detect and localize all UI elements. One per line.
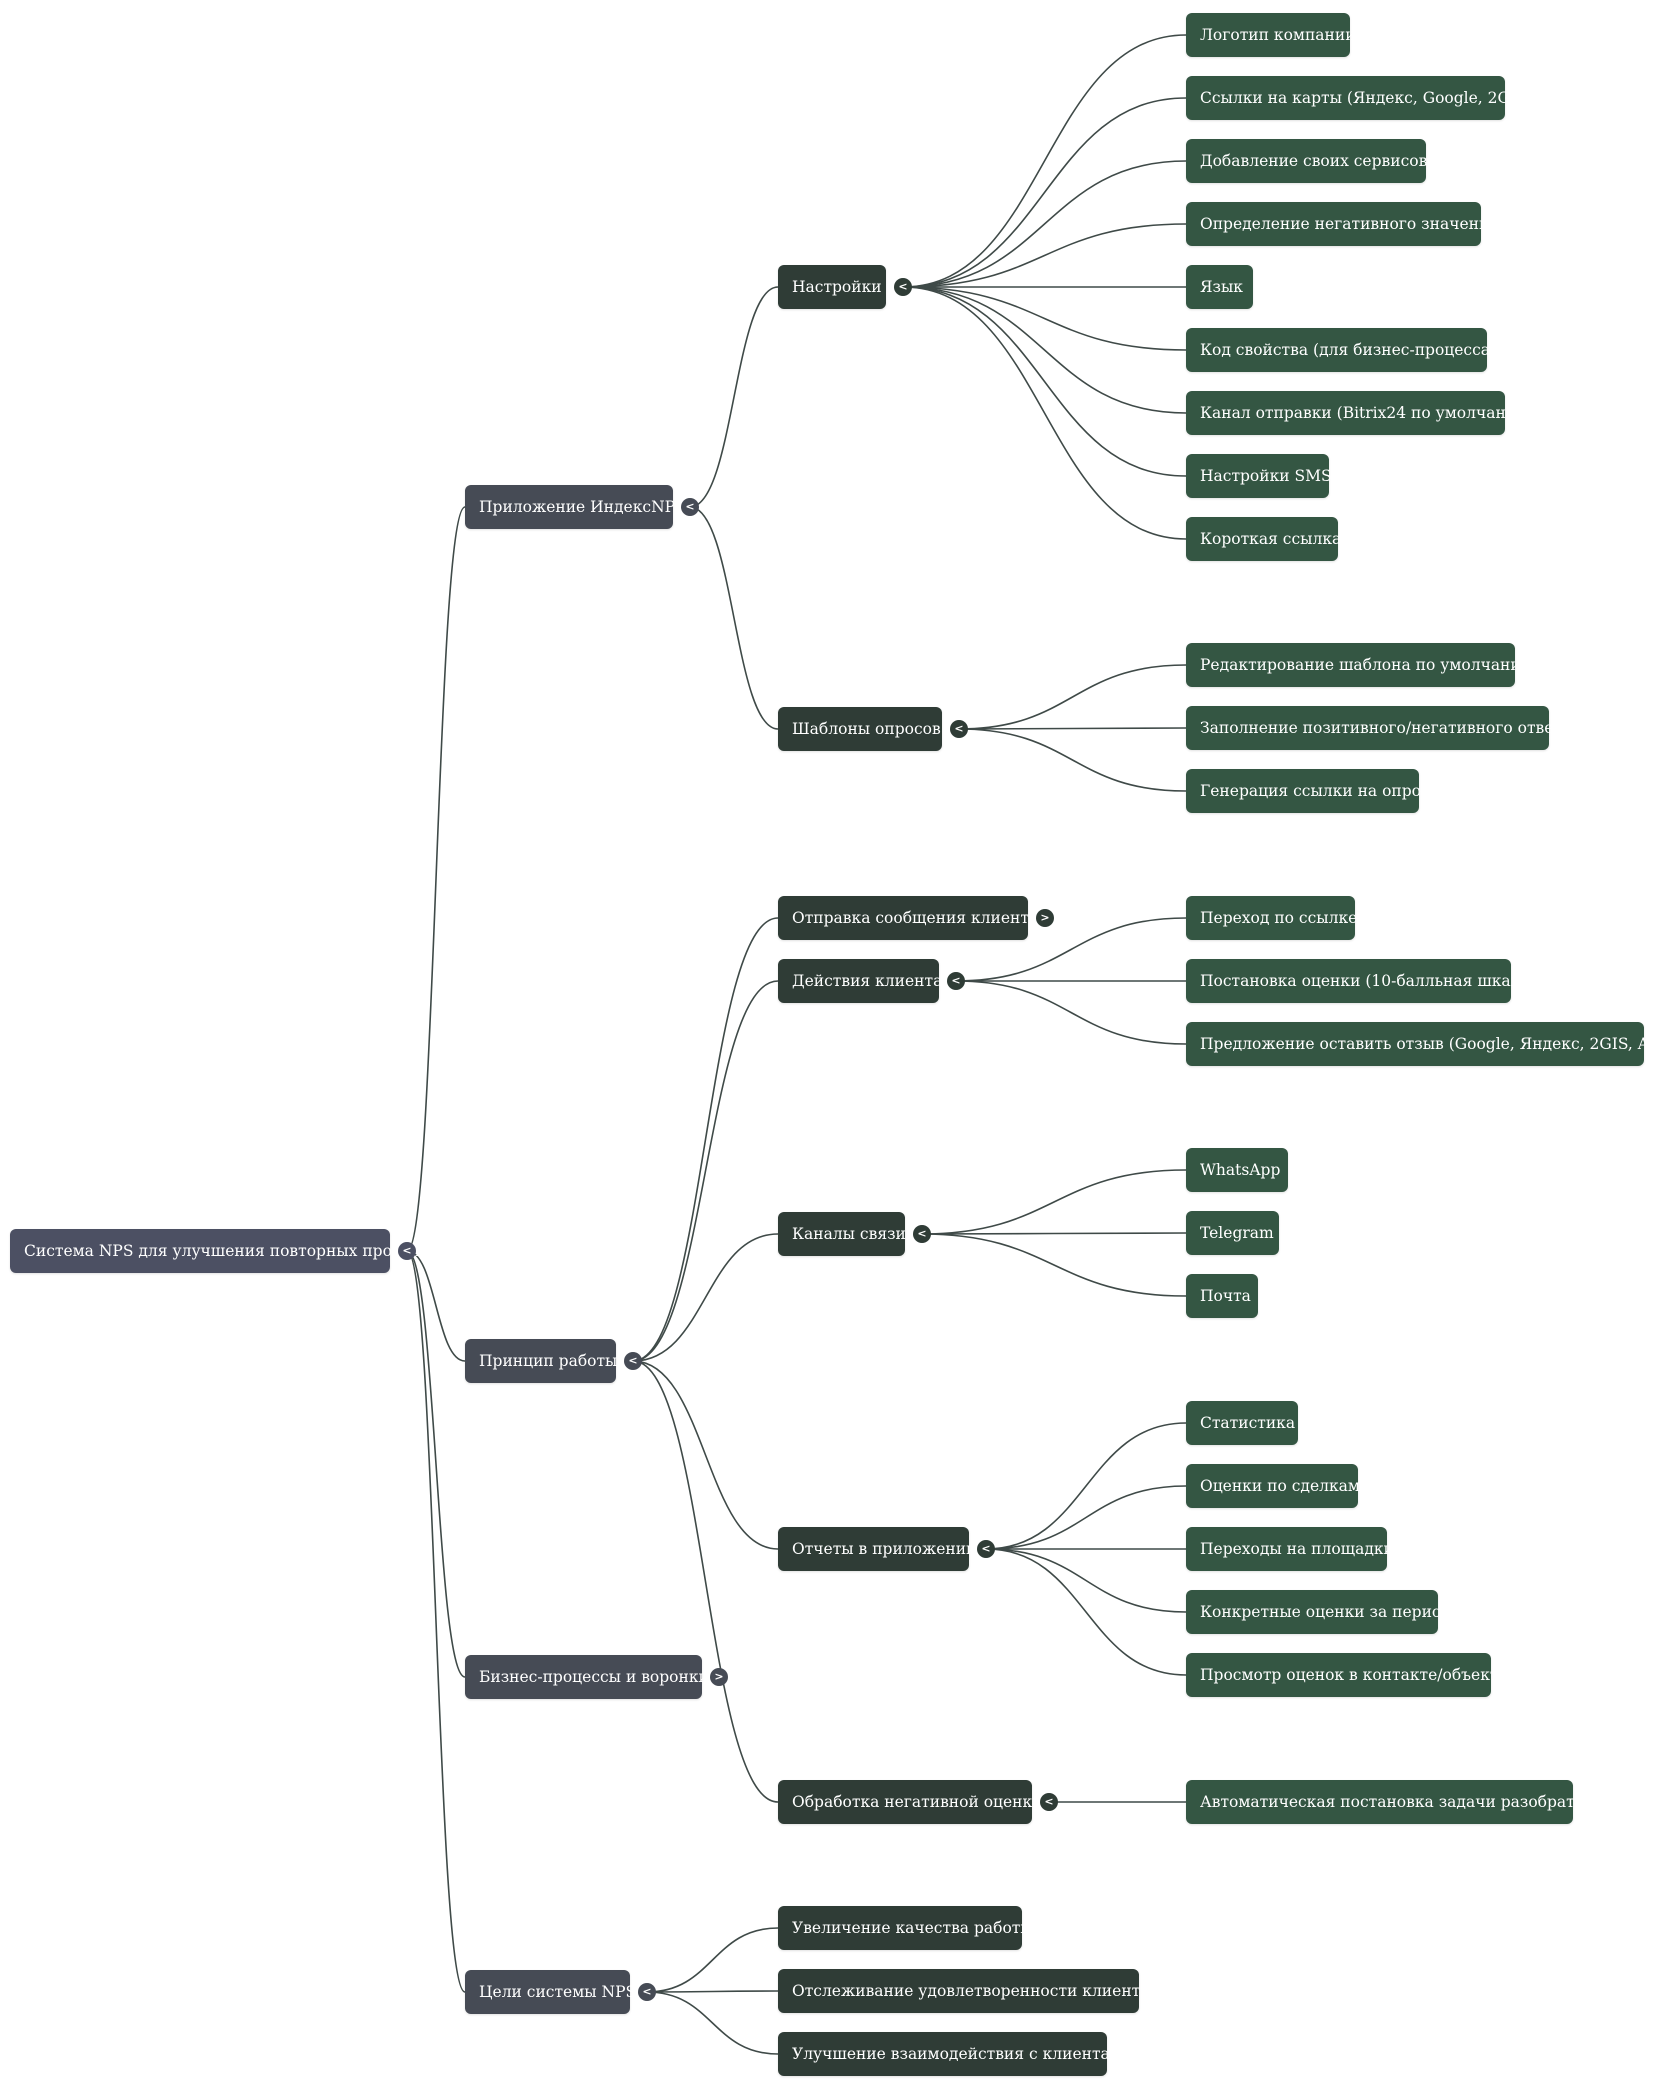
actions-toggle-button[interactable]: < <box>947 972 965 990</box>
edge-settings <box>689 286 779 508</box>
principle-toggle-button[interactable]: < <box>624 1352 642 1370</box>
edge-goals <box>406 1250 466 1993</box>
edge-channels-leaf-1 <box>921 1232 1187 1235</box>
app-toggle-button[interactable]: < <box>681 498 699 516</box>
edge-reports-leaf-3 <box>985 1548 1187 1613</box>
node-goals[interactable]: Цели системы NPS <box>465 1970 636 2014</box>
report-item[interactable]: Оценки по сделкам <box>1186 1464 1360 1508</box>
edge-send <box>632 917 779 1362</box>
edge-settings-leaf-1 <box>902 97 1187 288</box>
send-toggle-button[interactable]: > <box>1036 909 1054 927</box>
edge-reports-leaf-0 <box>985 1422 1187 1550</box>
templates-toggle-button[interactable]: < <box>950 720 968 738</box>
settings-item[interactable]: Настройки SMS <box>1186 454 1332 498</box>
node-negative-handling[interactable]: Обработка негативной оценки <box>778 1780 1043 1824</box>
edge-settings-leaf-0 <box>902 34 1187 288</box>
edge-settings-leaf-3 <box>902 223 1187 288</box>
edge-channels-leaf-2 <box>921 1233 1187 1297</box>
edge-settings-leaf-2 <box>902 160 1187 288</box>
settings-item[interactable]: Канал отправки (Bitrix24 по умолчанию) <box>1186 391 1536 435</box>
edge-reports-leaf-1 <box>985 1485 1187 1550</box>
edge-channels <box>632 1233 779 1362</box>
report-item[interactable]: Статистика <box>1186 1401 1298 1445</box>
edge-settings-leaf-8 <box>902 286 1187 540</box>
channel-item[interactable]: Telegram <box>1186 1211 1279 1255</box>
negative-handling-item[interactable]: Автоматическая постановка задачи разобра… <box>1186 1780 1602 1824</box>
settings-item[interactable]: Язык <box>1186 265 1253 309</box>
node-send-message[interactable]: Отправка сообщения клиенту <box>778 896 1038 940</box>
node-settings[interactable]: Настройки <box>778 265 886 309</box>
client-action-item[interactable]: Постановка оценки (10-балльная шкала) <box>1186 959 1536 1003</box>
edge-templates-leaf-1 <box>958 727 1187 730</box>
edge-channels-leaf-0 <box>921 1169 1187 1235</box>
client-action-item[interactable]: Предложение оставить отзыв (Google, Янде… <box>1186 1022 1680 1066</box>
edge-business <box>406 1250 466 1678</box>
reports-toggle-button[interactable]: < <box>977 1540 995 1558</box>
report-item[interactable]: Переходы на площадки <box>1186 1527 1394 1571</box>
edge-app <box>406 506 466 1252</box>
edge-settings-leaf-7 <box>902 286 1187 477</box>
node-client-actions[interactable]: Действия клиента <box>778 959 942 1003</box>
channels-toggle-button[interactable]: < <box>913 1225 931 1243</box>
business-toggle-button[interactable]: > <box>710 1668 728 1686</box>
root-toggle-button[interactable]: < <box>398 1242 416 1260</box>
channel-item[interactable]: WhatsApp <box>1186 1148 1288 1192</box>
edge-templates-leaf-2 <box>958 728 1187 792</box>
settings-item[interactable]: Код свойства (для бизнес-процесса) <box>1186 328 1496 372</box>
settings-item[interactable]: Короткая ссылка <box>1186 517 1341 561</box>
report-item[interactable]: Просмотр оценок в контакте/объекте <box>1186 1653 1508 1697</box>
settings-toggle-button[interactable]: < <box>894 278 912 296</box>
channel-item[interactable]: Почта <box>1186 1274 1258 1318</box>
goal-item[interactable]: Увеличение качества работы <box>778 1906 1033 1950</box>
edge-reports-leaf-4 <box>985 1548 1187 1676</box>
node-reports[interactable]: Отчеты в приложении <box>778 1527 976 1571</box>
goal-item[interactable]: Отслеживание удовлетворенности клиентов <box>778 1969 1158 2013</box>
settings-item[interactable]: Определение негативного значения <box>1186 202 1499 246</box>
root-node[interactable]: Система NPS для улучшения повторных прод… <box>10 1229 425 1273</box>
node-survey-templates[interactable]: Шаблоны опросов <box>778 707 942 751</box>
edge-actions-leaf-2 <box>955 980 1187 1045</box>
settings-item[interactable]: Ссылки на карты (Яндекс, Google, 2GIS) <box>1186 76 1533 120</box>
edge-principle <box>406 1250 466 1362</box>
edge-templates <box>689 506 779 730</box>
edge-templates-leaf-0 <box>958 664 1187 730</box>
negative-toggle-button[interactable]: < <box>1040 1793 1058 1811</box>
edge-g1 <box>646 1990 779 1993</box>
settings-item[interactable]: Добавление своих сервисов <box>1186 139 1427 183</box>
node-principle[interactable]: Принцип работы <box>465 1339 617 1383</box>
node-channels[interactable]: Каналы связи <box>778 1212 906 1256</box>
client-action-item[interactable]: Переход по ссылке <box>1186 896 1357 940</box>
edge-settings-leaf-6 <box>902 286 1187 414</box>
template-item[interactable]: Генерация ссылки на опрос <box>1186 769 1430 813</box>
template-item[interactable]: Редактирование шаблона по умолчанию <box>1186 643 1534 687</box>
edge-actions <box>632 980 779 1362</box>
edge-settings-leaf-5 <box>902 286 1187 351</box>
node-app-indexnps[interactable]: Приложение ИндексNPS <box>465 485 686 529</box>
settings-item[interactable]: Логотип компании <box>1186 13 1356 57</box>
template-item[interactable]: Заполнение позитивного/негативного ответ… <box>1186 706 1571 750</box>
edge-g2 <box>646 1991 779 2055</box>
edge-negative <box>632 1360 779 1803</box>
report-item[interactable]: Конкретные оценки за период <box>1186 1590 1451 1634</box>
goals-toggle-button[interactable]: < <box>638 1983 656 2001</box>
edge-g0 <box>646 1927 779 1993</box>
goal-item[interactable]: Улучшение взаимодействия с клиентами <box>778 2032 1132 2076</box>
node-business-processes[interactable]: Бизнес-процессы и воронки <box>465 1655 709 1699</box>
edge-reports <box>632 1360 779 1550</box>
